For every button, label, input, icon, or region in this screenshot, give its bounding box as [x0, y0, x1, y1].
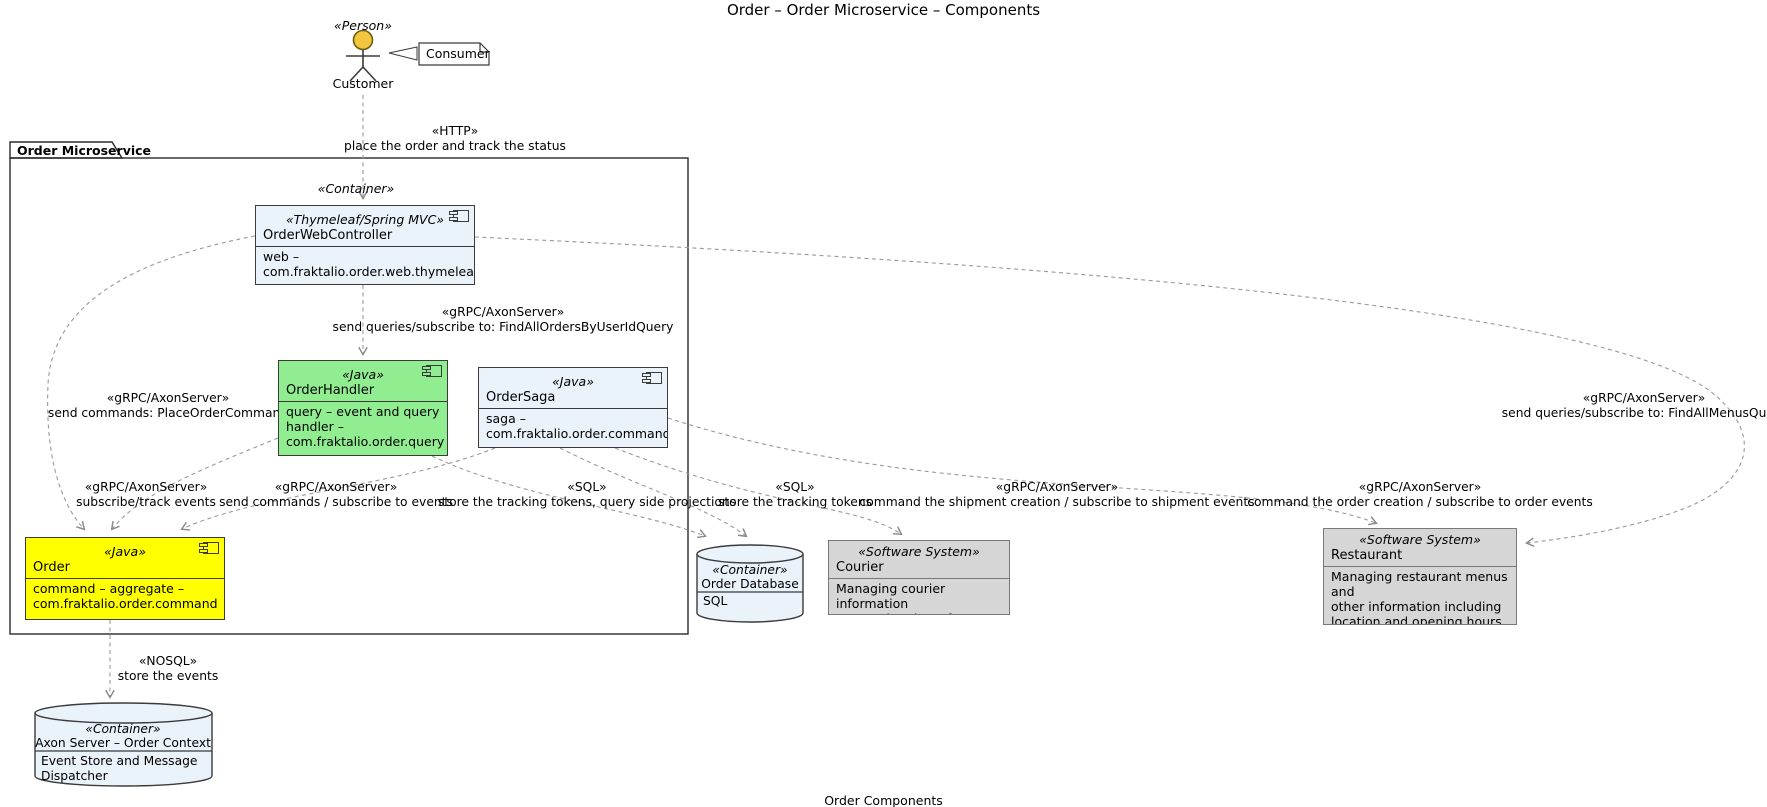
package-order-microservice	[9, 141, 689, 635]
edge-text: command the order creation / subscribe t…	[1247, 494, 1593, 509]
note-consumer: Consumer	[426, 46, 490, 61]
edge-text: subscribe/track events	[76, 494, 216, 509]
edge-text: send commands: PlaceOrderCommand	[47, 405, 289, 420]
edge-stereotype: «gRPC/AxonServer»	[1582, 391, 1706, 405]
database-stereotype: «Container»	[712, 563, 788, 577]
edge-stereotype: «gRPC/AxonServer»	[1358, 480, 1482, 494]
edge-stereotype: «gRPC/AxonServer»	[995, 480, 1119, 494]
component-order-handler: «Java» OrderHandler query – event and qu…	[278, 360, 448, 456]
axon-name: Axon Server – Order Context	[35, 736, 211, 750]
actor-stereotype: «Person»	[334, 18, 392, 33]
component-icon	[199, 542, 219, 554]
cylinder-axon-server	[34, 702, 213, 787]
axon-stereotype: «Container»	[85, 722, 161, 736]
edge-label-find-all-orders: «gRPC/AxonServer» send queries/subscribe…	[333, 305, 674, 334]
edge-webcontroller-to-order	[47, 235, 256, 531]
component-icon	[642, 372, 662, 384]
edge-orderhandler-to-database	[431, 455, 707, 539]
edge-label-order-creation: «gRPC/AxonServer» command the order crea…	[1247, 480, 1593, 509]
component-icon	[422, 365, 442, 377]
component-stereotype: «Java»	[104, 544, 146, 559]
system-name: Restaurant	[1331, 548, 1403, 563]
edge-label-nosql-store-events: «NOSQL» store the events	[118, 654, 219, 683]
system-stereotype: «Software System»	[858, 544, 980, 559]
edge-stereotype: «SQL»	[567, 480, 607, 494]
package-label: Order Microservice	[17, 143, 152, 158]
system-courier: «Software System» Courier Managing couri…	[828, 540, 1010, 615]
component-order-saga: «Java» OrderSaga saga – com.fraktalio.or…	[478, 367, 668, 448]
note-connector	[388, 46, 418, 61]
component-order-aggregate: «Java» Order command – aggregate – com.f…	[25, 537, 225, 620]
component-name: OrderWebController	[263, 228, 393, 243]
edge-label-place-order-command: «gRPC/AxonServer» send commands: PlaceOr…	[48, 391, 288, 420]
component-stereotype: «Java»	[342, 367, 384, 382]
edge-label-send-commands-subscribe: «gRPC/AxonServer» send commands / subscr…	[219, 480, 453, 509]
edge-label-store-tokens-projections: «SQL» store the tracking tokens, query s…	[438, 480, 736, 509]
system-name: Courier	[836, 560, 884, 575]
diagram-title: Order – Order Microservice – Components	[726, 1, 1041, 19]
edge-stereotype: «HTTP»	[431, 124, 479, 138]
edge-label-store-tokens: «SQL» store the tracking tokens	[718, 480, 872, 509]
component-stereotype: «Thymeleaf/Spring MVC»	[285, 212, 445, 227]
edge-label-shipment: «gRPC/AxonServer» command the shipment c…	[859, 480, 1254, 509]
edge-stereotype: «gRPC/AxonServer»	[106, 391, 230, 405]
diagram-caption: Order Components	[824, 793, 943, 807]
edge-text: place the order and track the status	[344, 138, 566, 153]
system-description: Managing courier information – A courier…	[829, 577, 1009, 614]
edge-stereotype: «NOSQL»	[138, 654, 198, 668]
component-description: web – com.fraktalio.order.web.thymeleaf	[256, 245, 474, 282]
component-name: OrderSaga	[486, 390, 556, 405]
container-stereotype-label: «Container»	[317, 181, 395, 196]
system-description: Managing restaurant menus and other info…	[1324, 565, 1516, 624]
edge-webcontroller-to-restaurant	[474, 236, 1745, 548]
note-shape	[418, 42, 490, 66]
component-description: saga – com.fraktalio.order.command	[479, 407, 667, 444]
edge-text: store the tracking tokens	[717, 494, 873, 509]
system-stereotype: «Software System»	[1359, 532, 1481, 547]
component-stereotype: «Java»	[552, 374, 594, 389]
database-technology: SQL	[703, 594, 728, 608]
component-name: Order	[33, 560, 70, 575]
edge-ordersaga-to-courier	[614, 447, 903, 536]
person-actor-figure	[346, 29, 380, 82]
component-icon	[449, 210, 469, 222]
component-order-web-controller: «Thymeleaf/Spring MVC» OrderWebControlle…	[255, 205, 475, 285]
component-description: query – event and query handler – com.fr…	[279, 400, 447, 452]
database-name: Order Database	[701, 577, 799, 591]
edge-label-subscribe-track-events: «gRPC/AxonServer» subscribe/track events	[76, 480, 216, 509]
edge-text: store the tracking tokens, query side pr…	[437, 494, 737, 509]
edge-stereotype: «gRPC/AxonServer»	[84, 480, 208, 494]
edge-orderhandler-to-order	[110, 437, 279, 531]
actor-name: Customer	[332, 76, 394, 91]
edge-text: send commands / subscribe to events	[219, 494, 453, 509]
edge-stereotype: «gRPC/AxonServer»	[274, 480, 398, 494]
edge-ordersaga-to-order	[180, 447, 496, 531]
cylinder-order-database	[696, 544, 804, 623]
edge-stereotype: «gRPC/AxonServer»	[441, 305, 565, 319]
edge-text: store the events	[117, 668, 219, 683]
edge-ordersaga-to-restaurant	[667, 417, 1378, 526]
component-name: OrderHandler	[286, 383, 375, 398]
edge-label-find-all-menus: «gRPC/AxonServer» send queries/subscribe…	[1502, 391, 1767, 420]
system-restaurant: «Software System» Restaurant Managing re…	[1323, 528, 1517, 625]
edge-ordersaga-to-database	[559, 447, 748, 538]
edge-text: send queries/subscribe to: FindAllOrders…	[332, 319, 674, 334]
axon-description: Event Store and Message Dispatcher	[41, 754, 198, 783]
component-description: command – aggregate – com.fraktalio.orde…	[26, 577, 224, 614]
edge-text: send queries/subscribe to: FindAllMenusQ…	[1501, 405, 1767, 420]
actor-head	[352, 29, 374, 51]
edge-text: command the shipment creation / subscrib…	[859, 494, 1255, 509]
edge-stereotype: «SQL»	[775, 480, 815, 494]
edge-label-http: «HTTP» place the order and track the sta…	[344, 124, 566, 153]
